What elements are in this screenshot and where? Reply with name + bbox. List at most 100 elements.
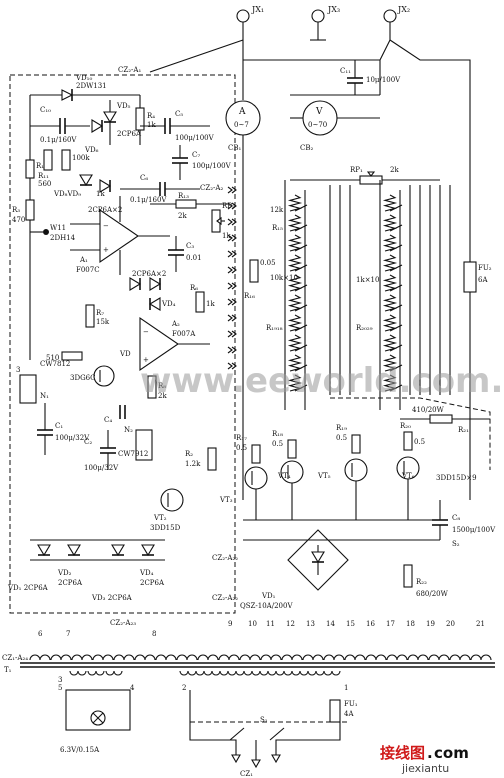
resistor-r17: R₁₇ 0.5 [236,434,261,464]
bridge-rectifier: VD₁ QSZ-10A/200V [240,529,440,610]
secondary-coil-4 [92,654,114,661]
range-switch-bus [329,185,451,395]
rp4-element-tap-10 [389,384,403,392]
a2-minus: − [143,328,149,336]
vt1-label: 3DG6C [70,374,95,382]
lamp-winding-2 [87,670,105,676]
switch-s1: S₁ [190,716,350,741]
jx1-label: JX₁ [251,5,264,14]
cz1-label: CZ₁ [240,770,253,778]
primary-coil-4 [227,670,245,676]
r13-value: 2k [178,212,187,220]
rp3-element-tap-4 [294,264,308,272]
rp2-value: 1k [222,232,231,240]
diode-vd2: VD₂ 2CP6A [57,544,83,587]
vd6-label: VD₆ [84,146,99,154]
pin-14: 14 [326,620,335,628]
rp4-element-3 [382,234,398,252]
c1-value: 100μ/32V [55,434,90,442]
rp3-element-tap-6 [294,304,308,312]
secondary-coil-9 [197,654,219,661]
c8-value: 1500μ/100V [452,526,496,534]
r12-value: 100k [72,154,90,162]
r17-label: R₁₇ [236,434,247,442]
vd5-value: 2CP6A [117,130,142,138]
pin-5: 5 [58,684,62,692]
secondary-coil-8 [176,654,198,661]
pin-7: 7 [66,630,70,638]
vd2-label: VD₂ [57,569,72,577]
secondary-coil-12 [260,654,282,661]
vd10-label: VD₁₀ [75,74,92,82]
capacitor-c8: C₈ 1500μ/100V S₂ [432,500,496,548]
logo-sub: jiexiantu [401,762,449,775]
voltmeter: V 0~70 CB₂ [290,94,380,152]
rp4-element-tap-1 [389,204,403,212]
rp4-element-tap-6 [389,304,403,312]
rp1-value: 2k [390,166,399,174]
rp3-element-4 [287,254,303,272]
rp4-element-tap-9 [389,364,403,372]
cz2-a2-label: CZ₂-A₂ [200,184,223,192]
connector-marker-11 [227,346,237,354]
r22-value: 680/20W [416,590,449,598]
rp3-value: 10k×10 [270,274,298,282]
potentiometer-rp2: RP₂ 1k [211,202,235,240]
rp4-value: 1k×10 [356,276,379,284]
s1-label: S₁ [260,716,268,724]
r6-value: 1k [206,300,215,308]
rp4-element-1 [382,194,398,212]
r18-value: 0.5 [272,440,283,448]
rp3-element-8 [287,334,303,352]
secondary-coil-10 [218,654,240,661]
rp2-label: RP₂ [222,202,235,210]
r3-label: R₃ [12,206,20,214]
secondary-coil-22 [470,654,492,661]
resistor-r18: R₁₈ 0.5 [272,430,297,459]
transistor-vt1: 3DG6C [70,365,115,387]
r4-label: R₄ [147,112,155,120]
r21-value: 410/20W [412,406,445,414]
cz2-a21-label: CZ₂-A₂₂ [212,554,238,562]
lamp-hl1: 6.3V/0.15A [60,689,131,754]
r18-label: R₁₈ [272,430,283,438]
c10-value: 0.1μ/160V [40,136,77,144]
r7-label: R₇ [96,309,104,317]
rp3-element-6 [287,294,303,312]
r4-value: 1k [147,121,156,129]
r20-label: R₂₀ [400,422,411,430]
vt2-label: VT₂ [153,514,167,522]
resistor-r3: R₃ 470 [12,178,35,360]
a1-plus: + [103,246,109,254]
opamp-a1: − + A₁ F007C [70,196,170,275]
lamp-winding-3 [105,670,123,676]
resistor-r4: R₄ 1k [135,95,156,145]
r8-label: R₈ [158,382,166,390]
fu1-label: FU₁ [344,700,358,708]
rp3-element-tap-1 [294,204,308,212]
resistor-r7: R₇ 15k [85,304,110,328]
vt6-label: VT₆ [401,472,415,480]
primary-coil-1 [179,670,197,676]
transformer-t1: T₁ [4,654,495,676]
regulator-cw7912: N₂ CW7912 [118,426,153,461]
r2-value: 1.2k [185,460,201,468]
primary-coil-3 [211,670,229,676]
vd5-label: VD₅ [116,102,131,110]
vd7-label: VD [119,350,131,358]
r22-label: R₂₂ [416,578,427,586]
rp3-element-7 [287,314,303,332]
vd3-label: 2CP6A×2 [132,270,166,278]
connector-marker-1 [227,186,237,194]
secondary-coil-16 [344,654,366,661]
c7-label: C₇ [192,151,200,159]
resistor-r11: R₁₁ 560 [38,149,53,188]
c3-value: 0.01 [186,254,202,262]
w1-label: W11 [50,224,66,232]
fuse-fu2: FU₂ 6A [463,261,492,293]
c7-value: 100μ/100V [192,162,232,170]
cz2-a22-label: CZ₂-A₂₂ [212,594,238,602]
rp4-element-tap-3 [389,244,403,252]
secondary-coil-21 [449,654,471,661]
